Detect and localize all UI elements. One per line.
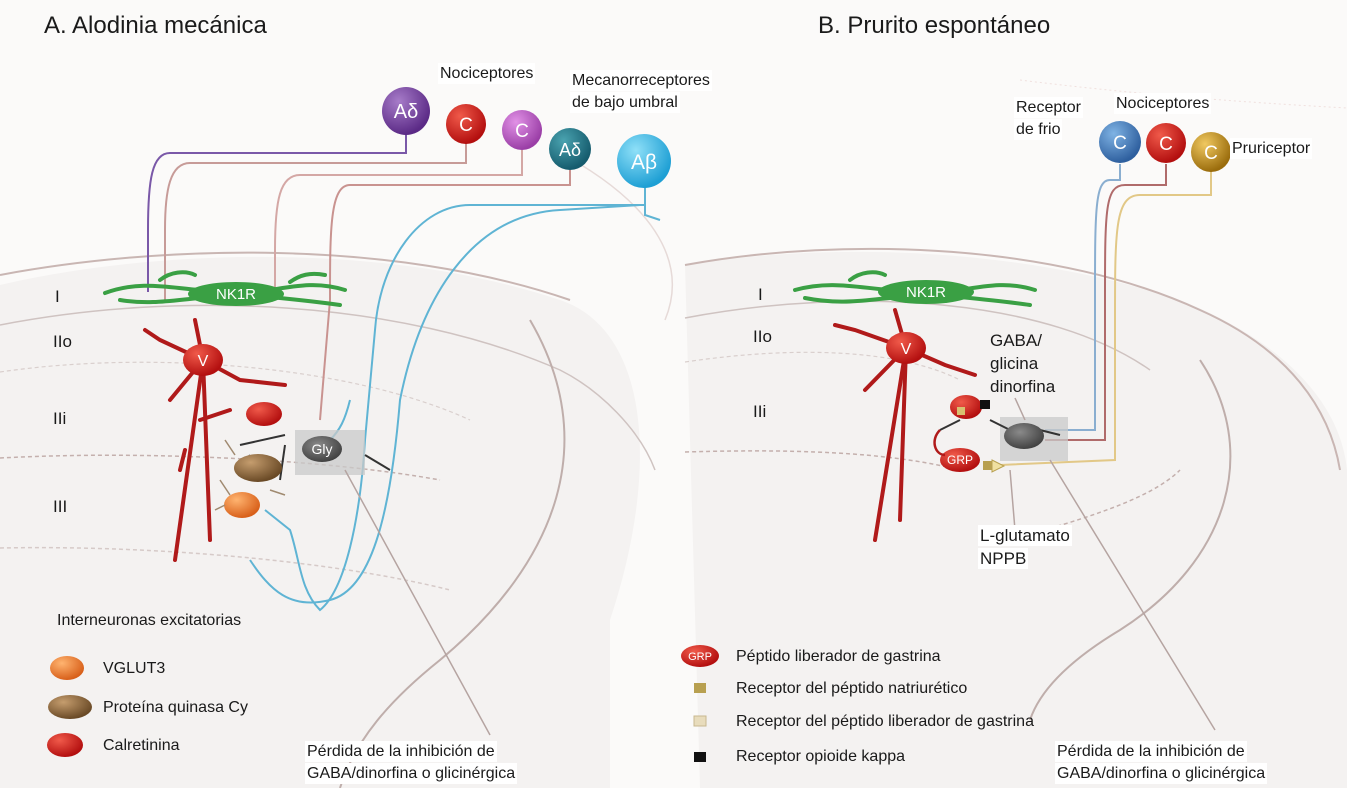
legend-title-a: Interneuronas excitatorias bbox=[57, 612, 242, 629]
v-label-a: V bbox=[198, 353, 209, 370]
gaba-label-line3: dinorfina bbox=[990, 377, 1056, 396]
gaba-label-line2: glicina bbox=[990, 354, 1039, 373]
nk1r-label-b: NK1R bbox=[906, 284, 946, 301]
v-label-b: V bbox=[901, 341, 912, 358]
fiber-label-b-c-3: C bbox=[1204, 143, 1218, 164]
panel-a-cells bbox=[103, 270, 391, 562]
panel-a-title-text: Alodinia mecánica bbox=[72, 12, 267, 39]
panel-b-cord bbox=[684, 79, 1347, 788]
layer-iii-b: IIi bbox=[753, 402, 767, 421]
loss-label-a-line1: Pérdida de la inhibición de bbox=[305, 741, 497, 762]
layer-i-b: I bbox=[758, 285, 763, 304]
grp-cell-label: GRP bbox=[947, 453, 973, 467]
legend-vglut3: VGLUT3 bbox=[103, 660, 166, 677]
panel-b-title-text: Prurito espontáneo bbox=[847, 12, 1051, 39]
fiber-label-b-c-1: C bbox=[1113, 133, 1127, 154]
receptor-frio-line1: Receptor bbox=[1014, 97, 1083, 118]
panel-a-cord bbox=[0, 149, 674, 788]
legend-b-natriuretic: Receptor del péptido natriurético bbox=[736, 680, 968, 697]
glut-label-line2: NPPB bbox=[978, 548, 1029, 569]
legend-b-kappa: Receptor opioide kappa bbox=[736, 748, 906, 765]
fiber-label-adelta-2: Aδ bbox=[559, 140, 581, 160]
legend-pkc: Proteína quinasa Cy bbox=[103, 699, 248, 716]
layer-iio-a: IIo bbox=[53, 332, 72, 351]
loss-label-b-line1: Pérdida de la inhibición de bbox=[1055, 741, 1247, 762]
panel-a-fibers bbox=[147, 134, 661, 612]
legend-b-grp-receptor: Receptor del péptido liberador de gastri… bbox=[736, 713, 1034, 730]
glut-label-line1: L-glutamato bbox=[978, 525, 1072, 546]
circle-labels: Aδ C C Aδ Aβ NK1R V Gly C C C NK1R V bbox=[198, 101, 1218, 457]
panel-a-leaders bbox=[344, 469, 491, 736]
layer-i-a: I bbox=[55, 287, 60, 306]
legend-b-grp: Péptido liberador de gastrina bbox=[736, 648, 941, 665]
layer-iii-deep-a: III bbox=[53, 497, 68, 516]
gaba-label-line1: GABA/ bbox=[990, 331, 1042, 350]
panel-b-fiber-circles bbox=[1099, 121, 1231, 172]
nociceptores-label-b: Nociceptores bbox=[1114, 93, 1212, 114]
panel-a-fiber-circles bbox=[382, 87, 671, 188]
fiber-label-adelta-1: Aδ bbox=[394, 101, 418, 123]
loss-label-b-line2: GABA/dinorfina o glicinérgica bbox=[1055, 763, 1268, 784]
mecano-label-line2: de bajo umbral bbox=[570, 92, 680, 113]
mecano-label-line1: Mecanorreceptores bbox=[570, 70, 712, 91]
nociceptores-label-a: Nociceptores bbox=[438, 63, 536, 84]
fiber-label-c-2: C bbox=[515, 121, 529, 142]
gly-label: Gly bbox=[312, 441, 333, 457]
panel-a-legend-symbols bbox=[47, 656, 92, 757]
panel-b-letter: B. bbox=[818, 12, 841, 39]
panel-a-letter: A. bbox=[44, 12, 67, 39]
fiber-label-c-1: C bbox=[459, 115, 473, 136]
layer-iio-b: IIo bbox=[753, 327, 772, 346]
panel-b-title: B. Prurito espontáneo bbox=[818, 12, 1050, 40]
panel-b-legend-symbols: GRP bbox=[681, 645, 719, 762]
pruriceptor-label: Pruriceptor bbox=[1230, 138, 1313, 159]
panel-b-fibers bbox=[999, 164, 1212, 466]
legend-calretinina: Calretinina bbox=[103, 737, 180, 754]
layer-iii-a: IIi bbox=[53, 409, 67, 428]
panel-a-title: A. Alodinia mecánica bbox=[44, 12, 267, 40]
panel-b-leaders bbox=[1009, 397, 1216, 731]
receptor-frio-line2: de frio bbox=[1014, 119, 1063, 140]
panel-b-cells: GRP bbox=[793, 270, 1068, 542]
loss-label-a-line2: GABA/dinorfina o glicinérgica bbox=[305, 763, 518, 784]
legend-grp-icon-label: GRP bbox=[688, 651, 712, 663]
fiber-label-b-c-2: C bbox=[1159, 134, 1173, 155]
fiber-label-abeta: Aβ bbox=[631, 151, 657, 174]
nk1r-label-a: NK1R bbox=[216, 286, 256, 303]
